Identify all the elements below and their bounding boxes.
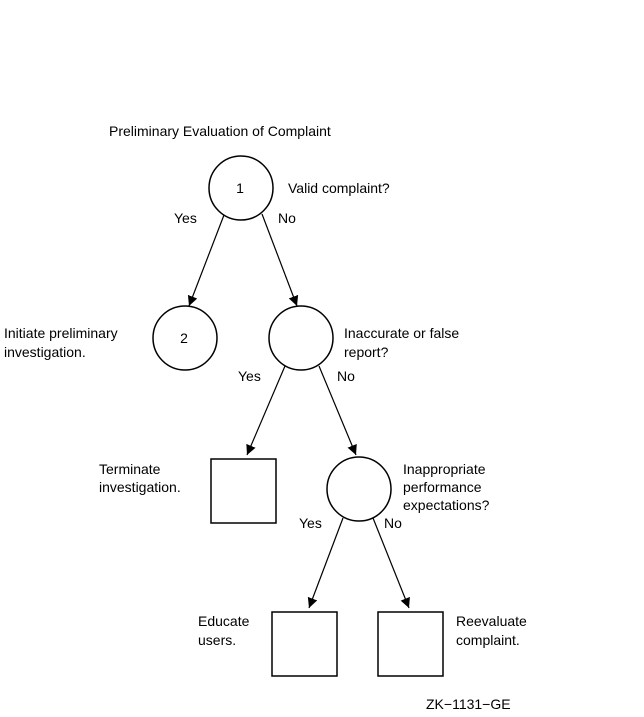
edge-q2-yes-label: Yes	[238, 368, 261, 384]
decision-node-1	[208, 155, 274, 221]
edge-q1-no-label: No	[278, 210, 296, 226]
figure-id: ZK−1131−GE	[426, 696, 511, 712]
edge-q3-yes	[307, 517, 344, 609]
decision-node-1-number: 1	[236, 180, 244, 196]
educate-label-line-1: Educate	[198, 613, 250, 629]
educate-label-line-2: users.	[198, 632, 236, 648]
terminate-label-line-2: investigation.	[99, 479, 181, 495]
reevaluate-label-line-2: complaint.	[456, 632, 520, 648]
terminate-box	[210, 458, 277, 524]
decision-node-2	[268, 305, 334, 371]
decision-node-3	[326, 456, 392, 522]
process-node-2	[152, 305, 218, 371]
decision-node-1-question: Valid complaint?	[288, 180, 390, 196]
decision-node-2-question-line-1: Inaccurate or false	[344, 325, 459, 341]
edge-q2-no	[318, 365, 357, 456]
decision-node-3-question-line-3: expectations?	[403, 497, 490, 513]
edge-q1-yes	[187, 214, 225, 307]
edge-q1-no	[261, 213, 299, 307]
diagram-title: Preliminary Evaluation of Complaint	[109, 123, 331, 139]
edge-q3-yes-label: Yes	[299, 515, 322, 531]
process-node-2-label-line-1: Initiate preliminary	[4, 325, 118, 341]
edge-q1-yes-label: Yes	[174, 210, 197, 226]
reevaluate-box	[377, 611, 444, 677]
edge-q3-no-label: No	[384, 515, 402, 531]
decision-node-3-question-line-1: Inappropriate	[403, 461, 486, 477]
reevaluate-label-line-1: Reevaluate	[456, 613, 527, 629]
edge-q2-yes	[246, 365, 286, 456]
process-node-2-number: 2	[180, 330, 188, 346]
terminate-label-line-1: Terminate	[99, 461, 161, 477]
edge-q3-no	[372, 517, 410, 609]
decision-node-2-question-line-2: report?	[344, 344, 389, 360]
educate-box	[271, 611, 338, 677]
edge-q2-no-label: No	[337, 368, 355, 384]
decision-node-3-question-line-2: performance	[403, 479, 482, 495]
process-node-2-label-line-2: investigation.	[4, 344, 86, 360]
